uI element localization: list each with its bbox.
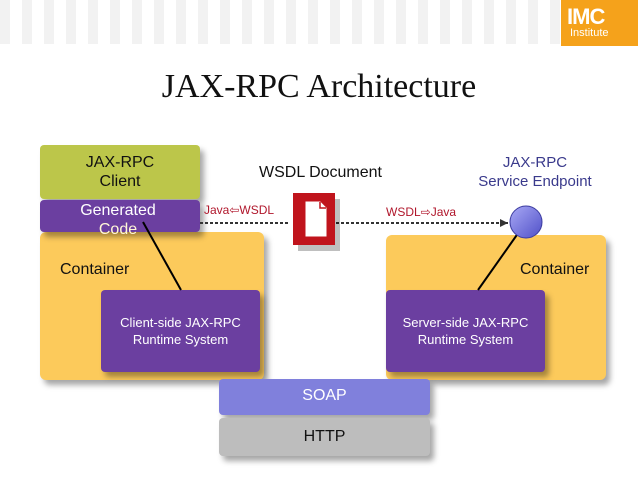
client-container-label: Container <box>60 261 130 278</box>
client-connector-line <box>142 221 182 291</box>
logo-text-institute: Institute <box>570 27 609 39</box>
client-box-label: JAX-RPC Client <box>40 153 200 191</box>
generated-code-line2: Code <box>98 221 138 238</box>
java-to-wsdl-label: Java⇦WSDL <box>204 203 275 217</box>
client-runtime-line1: Client-side JAX-RPC <box>120 315 241 330</box>
generated-code-label: Generated Code <box>48 201 188 239</box>
service-endpoint-line2: Service Endpoint <box>478 173 592 190</box>
generated-code-line1: Generated <box>80 202 156 219</box>
imc-institute-logo: IMC Institute <box>561 0 638 46</box>
client-runtime-system-box: Client-side JAX-RPC Runtime System <box>101 290 260 372</box>
server-runtime-line2: Runtime System <box>417 332 514 347</box>
service-endpoint-label: JAX-RPC Service Endpoint <box>460 153 610 191</box>
soap-layer: SOAP <box>219 379 430 415</box>
logo-text-imc: IMC <box>567 4 605 29</box>
header-stripe <box>0 0 638 44</box>
server-runtime-line1: Server-side JAX-RPC <box>402 315 529 330</box>
service-endpoint-icon <box>509 205 543 239</box>
wsdl-to-java-label: WSDL⇨Java <box>386 205 457 219</box>
slide-title: JAX-RPC Architecture <box>161 68 477 105</box>
jax-rpc-client-box: JAX-RPC Client <box>40 145 200 199</box>
http-layer: HTTP <box>219 418 430 456</box>
wsdl-document-label: WSDL Document <box>259 164 382 181</box>
service-endpoint-line1: JAX-RPC <box>502 154 568 171</box>
server-runtime-system-box: Server-side JAX-RPC Runtime System <box>386 290 545 372</box>
client-runtime-line2: Runtime System <box>132 332 229 347</box>
right-arrowhead-icon <box>500 219 508 227</box>
client-box-label-line2: Client <box>99 173 141 190</box>
generated-code-box <box>40 200 200 232</box>
server-container-label: Container <box>520 261 590 278</box>
client-box-label-line1: JAX-RPC <box>85 154 155 171</box>
wsdl-document-icon <box>293 193 340 251</box>
